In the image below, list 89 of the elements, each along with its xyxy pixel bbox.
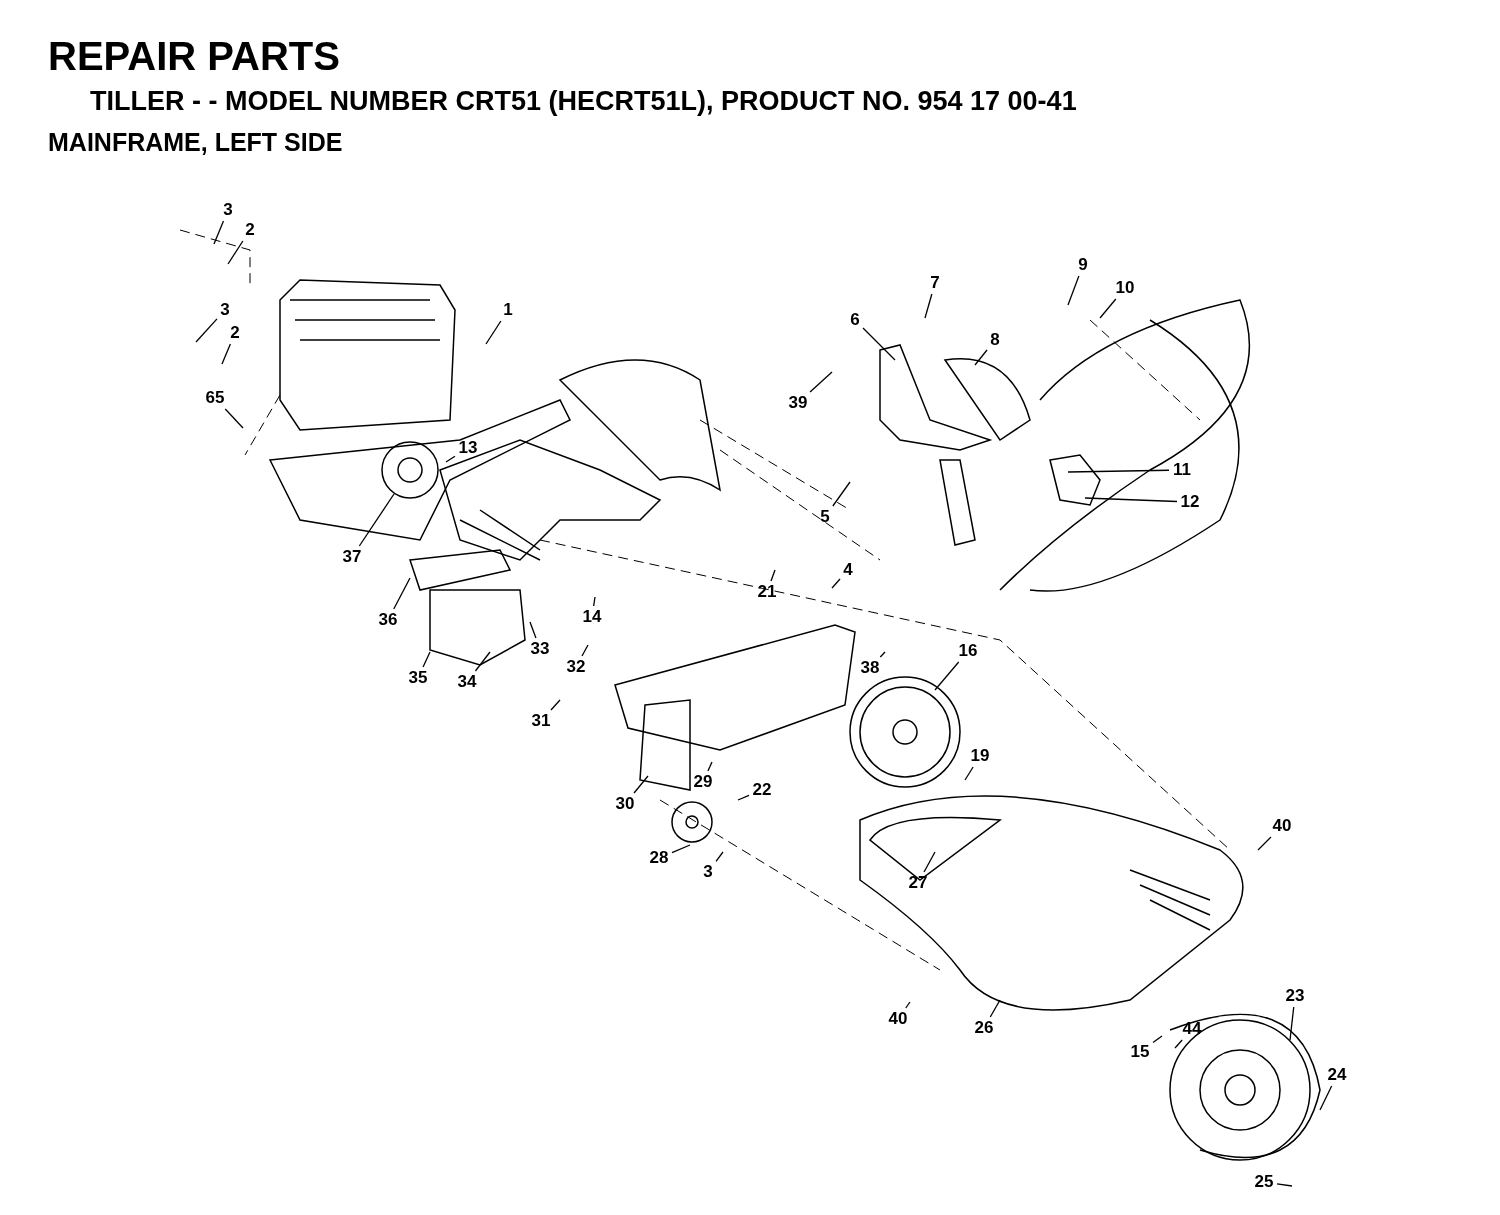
leader-line [737, 794, 750, 801]
callout-number: 2 [244, 220, 256, 240]
callout-number: 26 [973, 1018, 995, 1038]
leader-line [924, 293, 933, 319]
leader-line [934, 661, 960, 691]
leader-line [974, 349, 988, 366]
leader-line [707, 761, 713, 772]
leader-line [770, 569, 776, 582]
leader-line [393, 577, 411, 610]
callout-number: 34 [456, 672, 478, 692]
callout-number: 3 [222, 200, 234, 220]
callout-number: 3 [219, 300, 231, 320]
callout-number: 4 [842, 560, 854, 580]
leader-line [474, 651, 491, 672]
leader-line [485, 320, 502, 345]
callout-number: 2 [229, 323, 241, 343]
leader-line [879, 651, 886, 658]
callout-number: 28 [648, 848, 670, 868]
leader-line [671, 844, 691, 854]
leader-line [213, 220, 225, 245]
callout-number: 39 [787, 393, 809, 413]
callout-number: 19 [969, 746, 991, 766]
callout-number: 22 [751, 780, 773, 800]
callout-number: 31 [530, 711, 552, 731]
callout-number: 14 [581, 607, 603, 627]
leader-line [227, 240, 244, 265]
leader-line [1276, 1183, 1293, 1187]
leader-line [1067, 469, 1170, 473]
page-title: REPAIR PARTS [48, 36, 340, 76]
callout-number: 40 [887, 1009, 909, 1029]
leader-line [358, 493, 395, 547]
callout-number: 11 [1171, 460, 1193, 480]
leader-line [581, 644, 589, 657]
callout-number: 25 [1253, 1172, 1275, 1192]
leader-line [195, 318, 218, 343]
callout-number: 32 [565, 657, 587, 677]
leader-line [831, 578, 841, 589]
leader-line [964, 766, 974, 781]
callout-number: 33 [529, 639, 551, 659]
leader-line [905, 1001, 911, 1009]
leader-line [1099, 298, 1117, 319]
callout-number: 21 [756, 582, 778, 602]
leader-line [1152, 1035, 1163, 1044]
leader-line [1257, 836, 1272, 851]
leader-line [1084, 497, 1178, 503]
callout-number: 44 [1181, 1019, 1203, 1039]
leader-line [923, 851, 936, 873]
callout-number: 24 [1326, 1065, 1348, 1085]
callout-number: 15 [1129, 1042, 1151, 1062]
callout-number: 29 [692, 772, 714, 792]
leader-line [832, 481, 851, 507]
leader-line [1067, 275, 1080, 306]
callout-number: 27 [907, 873, 929, 893]
callout-number: 9 [1077, 255, 1089, 275]
callout-number: 40 [1271, 816, 1293, 836]
callout-number: 36 [377, 610, 399, 630]
callout-number: 3 [702, 862, 714, 882]
callout-number: 16 [957, 641, 979, 661]
section-heading: MAINFRAME, LEFT SIDE [48, 130, 343, 155]
leader-line [1319, 1085, 1333, 1111]
callout-number: 65 [204, 388, 226, 408]
leader-line [221, 343, 232, 365]
leader-line [1174, 1039, 1183, 1049]
callout-number: 23 [1284, 986, 1306, 1006]
leader-line [809, 371, 833, 393]
leader-line [550, 699, 561, 711]
leader-line [529, 621, 537, 639]
callout-number: 38 [859, 658, 881, 678]
callout-number: 8 [989, 330, 1001, 350]
callout-number: 37 [341, 547, 363, 567]
callout-number: 5 [819, 507, 831, 527]
callout-number: 13 [457, 438, 479, 458]
leader-line [633, 775, 649, 794]
callout-number: 1 [502, 300, 514, 320]
subtitle: TILLER - - MODEL NUMBER CRT51 (HECRT51L), PRODUCT NO. 954 17 00-41 [90, 88, 1077, 115]
callout-number: 7 [929, 273, 941, 293]
leader-line [862, 327, 896, 361]
leader-line [593, 596, 596, 607]
leader-line [224, 408, 244, 429]
leader-line [1289, 1006, 1295, 1041]
leader-line [422, 651, 431, 668]
leader-line [715, 851, 724, 862]
leader-line [989, 999, 1001, 1018]
leader-line [445, 455, 456, 463]
callout-number: 35 [407, 668, 429, 688]
callout-number: 6 [849, 310, 861, 330]
callout-number: 12 [1179, 492, 1201, 512]
callout-number: 30 [614, 794, 636, 814]
callout-number: 10 [1114, 278, 1136, 298]
